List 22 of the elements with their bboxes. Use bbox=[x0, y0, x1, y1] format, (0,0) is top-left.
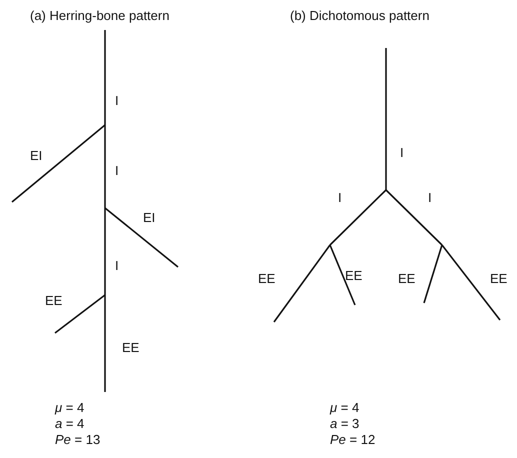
segment-label: I bbox=[428, 190, 432, 205]
parameter-text: Pe = 12 bbox=[330, 432, 376, 447]
parameter-text: a = 4 bbox=[55, 416, 84, 431]
segment-label: I bbox=[115, 163, 119, 178]
segment-label: I bbox=[400, 145, 404, 160]
parameter-text: μ = 4 bbox=[330, 400, 360, 415]
segment-label: EE bbox=[258, 271, 276, 286]
segment-label: EE bbox=[122, 340, 140, 355]
parameter-text: μ = 4 bbox=[55, 400, 84, 415]
panel-title: (b) Dichotomous pattern bbox=[290, 8, 430, 23]
segment-label: EI bbox=[143, 210, 156, 225]
segment-label: EI bbox=[30, 148, 42, 163]
segment-label: I bbox=[115, 258, 119, 273]
segment-label: I bbox=[115, 93, 119, 108]
segment-label: EE bbox=[345, 268, 362, 283]
parameter-text: Pe = 13 bbox=[55, 432, 100, 447]
panel-title: (a) Herring-bone pattern bbox=[30, 8, 170, 23]
segment-label: EE bbox=[398, 271, 416, 286]
segment-label: EE bbox=[490, 271, 508, 286]
parameter-text: a = 3 bbox=[330, 416, 360, 431]
segment-label: I bbox=[338, 190, 342, 205]
segment-label: EE bbox=[45, 293, 62, 308]
